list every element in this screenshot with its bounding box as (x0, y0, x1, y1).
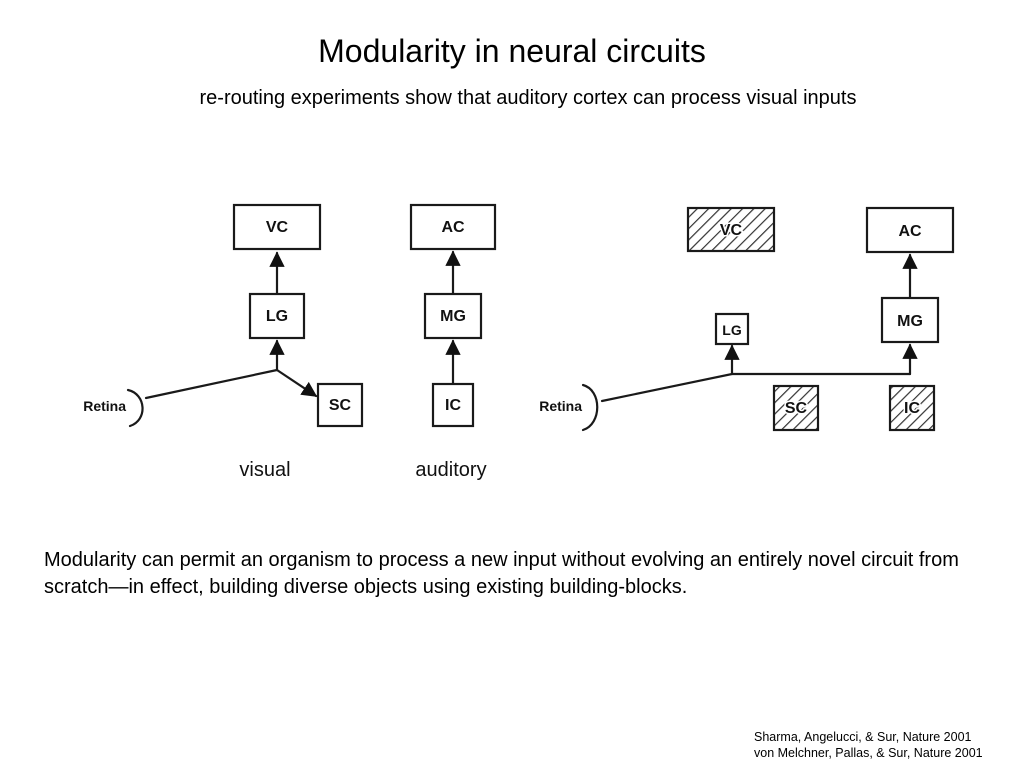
body-text: Modularity can permit an organism to pro… (44, 549, 959, 598)
node-ic-box (431, 382, 475, 428)
node-ic-hatched-label: IC (904, 400, 920, 417)
retina-eye-right (581, 383, 599, 432)
node-ac2-label: AC (898, 223, 922, 240)
node-sc-hatched-label: SC (785, 400, 808, 417)
citation-2: von Melchner, Pallas, & Sur, Nature 2001 (754, 746, 983, 760)
retina-axon-right (600, 372, 912, 403)
node-ac-label: AC (441, 219, 465, 236)
node-vc-hatched-box (686, 206, 776, 253)
node-ic-hatched-box (888, 384, 936, 432)
node-lg-label: LG (266, 308, 288, 325)
node-lg2-box (714, 312, 750, 346)
node-mg-box (423, 292, 483, 340)
node-sc-label: SC (329, 397, 352, 414)
slide-title: Modularity in neural circuits (318, 33, 706, 69)
retina-label-left: Retina (83, 398, 126, 414)
node-lg2-label: LG (722, 322, 742, 338)
node-sc-box (316, 382, 364, 428)
node-lg-box (248, 292, 306, 340)
node-mg2-label: MG (897, 313, 923, 330)
node-mg2-box (880, 296, 940, 344)
node-vc-label: VC (266, 219, 289, 236)
slide-subtitle: re-routing experiments show that auditor… (199, 87, 857, 109)
node-ic-label: IC (445, 397, 461, 414)
node-ac2-box (865, 206, 955, 254)
node-sc-hatched-box (772, 384, 820, 432)
node-ac-box (409, 203, 497, 251)
edge-retina-sc (275, 368, 318, 398)
node-vc-hatched-label: VC (720, 222, 743, 239)
retina-axon-left (144, 368, 279, 400)
citation-1: Sharma, Angelucci, & Sur, Nature 2001 (754, 730, 972, 744)
retina-eye-left (126, 388, 144, 428)
node-vc-box (232, 203, 322, 251)
auditory-caption: auditory (415, 459, 486, 481)
citations: Sharma, Angelucci, & Sur, Nature 2001 vo… (754, 729, 1019, 761)
visual-caption: visual (239, 459, 290, 481)
retina-label-right: Retina (539, 398, 582, 414)
node-mg-label: MG (440, 308, 466, 325)
